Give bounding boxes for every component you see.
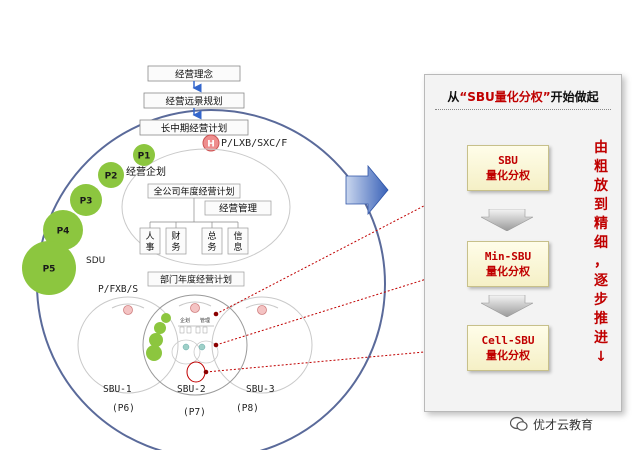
vchar: 放 <box>594 178 608 194</box>
planning-ellipse <box>121 148 291 266</box>
function-box-general: 总 务 <box>201 222 223 255</box>
svg-text:总: 总 <box>207 230 216 242</box>
stage-min-sbu: Min-SBU 量化分权 <box>467 241 549 287</box>
dept-plan-box: 部门年度经营计划 <box>147 271 245 287</box>
sbu-ellipse-3 <box>211 296 313 394</box>
sbu-2-node <box>190 303 200 313</box>
svg-text:P1: P1 <box>138 152 151 162</box>
sbu-2-label: SBU-2 (P7) <box>177 384 206 418</box>
vchar: 粗 <box>594 159 608 175</box>
function-box-hr: 人 事 <box>139 222 161 255</box>
svg-text:务: 务 <box>207 241 216 253</box>
annual-plan-box: 全公司年度经营计划 <box>147 183 241 199</box>
tag-mid: P/FXB/S <box>98 284 138 295</box>
stage-cell-sbu: Cell-SBU 量化分权 <box>467 325 549 371</box>
down-arrow-2 <box>481 295 533 317</box>
stage-cell-sbu-sub: 量化分权 <box>486 349 530 362</box>
stage-min-sbu-name: Min-SBU <box>484 250 532 263</box>
vchar: 推 <box>594 311 608 327</box>
mini-label-planning: 企划 <box>180 317 190 324</box>
flow-box-2: 经营远景规划 <box>143 92 245 109</box>
svg-text:(P8): (P8) <box>236 403 259 414</box>
svg-text:长中期经营计划: 长中期经营计划 <box>161 123 228 135</box>
p-circle-4: P4 <box>43 210 83 250</box>
p-circle-1: P1 <box>133 144 155 166</box>
svg-text:息: 息 <box>233 241 242 253</box>
operation-mgmt-box: 经营管理 <box>204 200 272 216</box>
sbu-panel: 从 “SBU量化分权” 开始做起 SBU 量化分权 Min-SBU 量化分权 C… <box>424 74 622 412</box>
svg-text:信: 信 <box>233 230 242 242</box>
big-right-arrow <box>345 164 389 216</box>
p-circle-2: P2 <box>98 162 124 188</box>
vchar: 到 <box>594 197 608 213</box>
stage-sbu-sub: 量化分权 <box>486 169 530 182</box>
watermark: 优才云教育 <box>510 412 593 436</box>
svg-text:财: 财 <box>171 230 180 242</box>
sbu-ellipse-1 <box>77 296 179 394</box>
svg-text:务: 务 <box>171 241 180 253</box>
p-circle-5: P5 <box>22 241 76 295</box>
svg-text:SBU-1: SBU-1 <box>103 384 132 395</box>
h-badge: H <box>202 134 220 152</box>
svg-text:H: H <box>207 140 215 150</box>
flow-box-3: 长中期经营计划 <box>139 119 249 136</box>
sbu-3-node <box>257 305 267 315</box>
function-box-info: 信 息 <box>227 222 249 255</box>
wechat-icon <box>510 416 528 431</box>
title-suffix: 开始做起 <box>550 89 599 104</box>
svg-text:经营理念: 经营理念 <box>175 69 214 81</box>
function-box-finance: 财 务 <box>165 222 187 255</box>
svg-text:P2: P2 <box>105 172 118 182</box>
p-circle-3: P3 <box>70 184 102 216</box>
svg-text:SBU-3: SBU-3 <box>246 384 275 395</box>
cell-red-ellipse <box>186 361 206 383</box>
title-highlight: “SBU量化分权” <box>459 89 551 104</box>
sbu-1-label: SBU-1 (P6) <box>103 384 135 414</box>
vchar: 逐 <box>594 273 608 289</box>
stage-sbu: SBU 量化分权 <box>467 145 549 191</box>
stage-sbu-name: SBU <box>498 154 518 167</box>
mini-label-mgmt: 管理 <box>200 317 210 324</box>
vchar: 步 <box>594 292 608 308</box>
sbu-3-label: SBU-3 (P8) <box>236 384 275 414</box>
stage-min-sbu-sub: 量化分权 <box>486 265 530 278</box>
stage-cell-sbu-name: Cell-SBU <box>481 334 535 347</box>
flow-box-1: 经营理念 <box>147 65 241 82</box>
svg-text:事: 事 <box>145 241 154 253</box>
svg-text:SBU-2: SBU-2 <box>177 384 206 395</box>
svg-text:全公司年度经营计划: 全公司年度经营计划 <box>153 186 234 198</box>
svg-text:(P7): (P7) <box>183 407 206 418</box>
svg-text:部门年度经营计划: 部门年度经营计划 <box>160 274 232 286</box>
svg-text:经营远景规划: 经营远景规划 <box>165 96 222 108</box>
svg-text:经营管理: 经营管理 <box>219 203 258 215</box>
vchar: 由 <box>594 140 608 156</box>
vchar: 进 <box>594 330 608 346</box>
watermark-text: 优才云教育 <box>533 417 594 432</box>
tag-top: P/LXB/SXC/F <box>221 138 287 149</box>
progress-vertical-text: 由 粗 放 到 精 细 ， 逐 步 推 进 ↓ <box>591 139 611 367</box>
vchar-arrow: ↓ <box>595 349 607 365</box>
down-arrow-1 <box>481 209 533 231</box>
sdu-label: SDU <box>86 256 105 266</box>
svg-text:人: 人 <box>145 231 154 242</box>
sbu-ellipse-2 <box>142 294 248 396</box>
title-prefix: 从 <box>447 89 460 104</box>
svg-text:P3: P3 <box>80 197 93 207</box>
company-planning-label: 经营企划 <box>126 165 166 178</box>
panel-title: 从 “SBU量化分权” 开始做起 <box>435 83 611 110</box>
svg-text:P4: P4 <box>57 227 70 237</box>
sbu-1-node <box>123 305 133 315</box>
vchar: 精 <box>594 216 608 232</box>
svg-text:(P6): (P6) <box>112 403 135 414</box>
vchar: 细 <box>594 235 608 251</box>
vchar: ， <box>594 254 608 270</box>
svg-text:P5: P5 <box>43 265 56 275</box>
